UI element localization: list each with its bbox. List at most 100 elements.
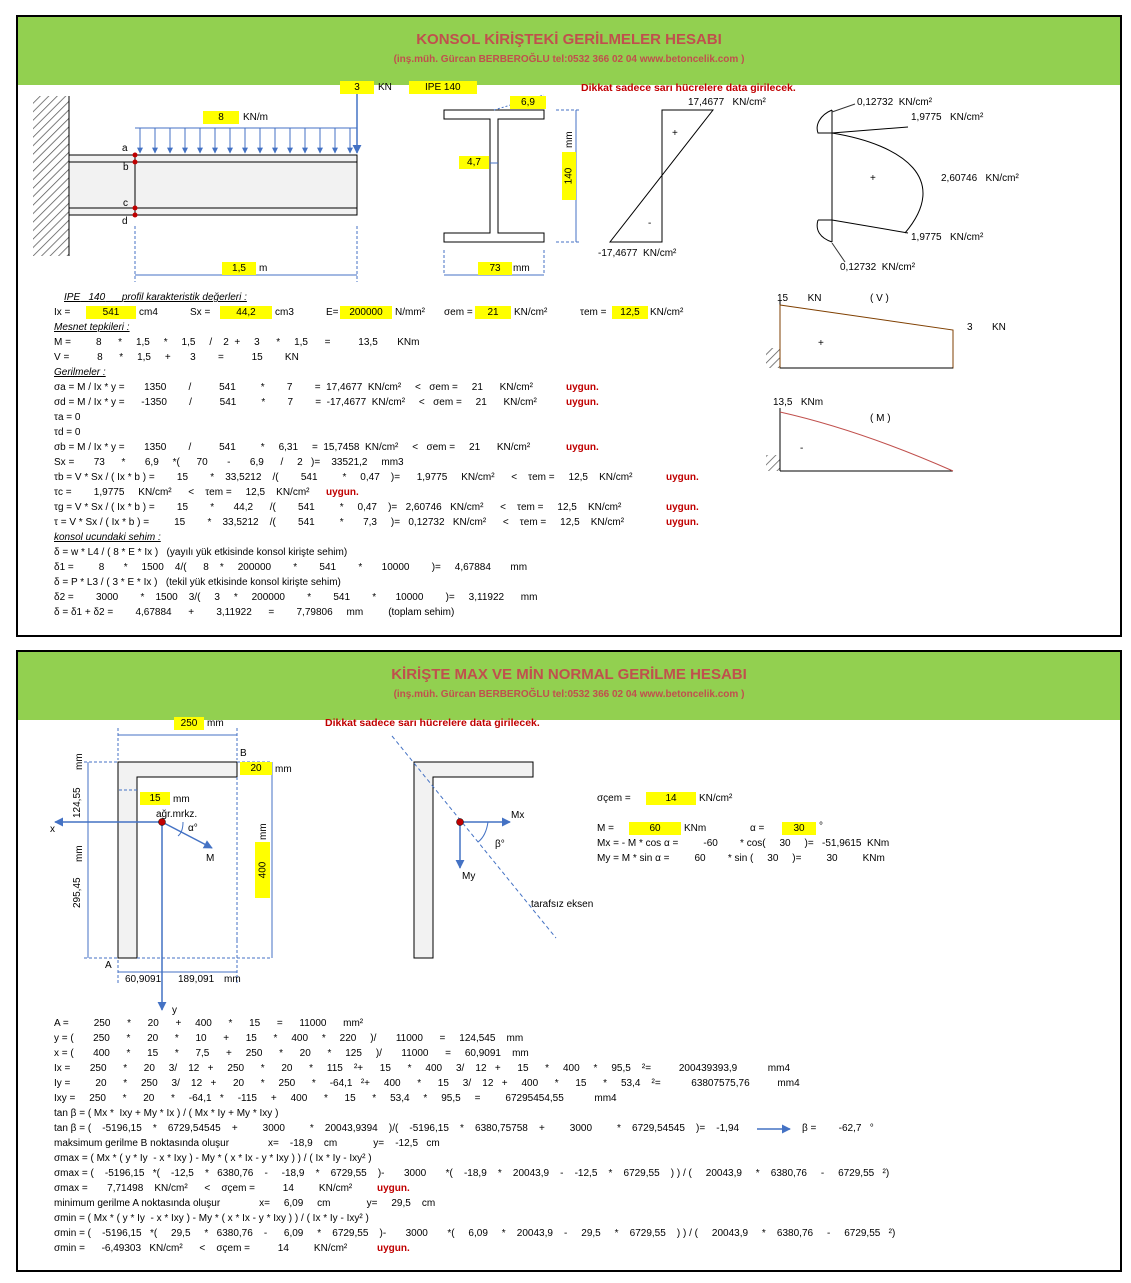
y-bottom-distance: 295,45 bbox=[72, 877, 83, 908]
unit-label: KN bbox=[378, 82, 392, 93]
calc-line: tan β = ( Mx * Ixy + My * Ix ) / ( Mx * … bbox=[54, 1108, 279, 1119]
sx-input[interactable]: 44,2 bbox=[220, 306, 272, 319]
scem-label: σçem = bbox=[597, 793, 631, 804]
alpha-symbol: α° bbox=[188, 823, 198, 834]
minus-sign: - bbox=[800, 443, 804, 454]
web-height-input[interactable]: 400 bbox=[255, 842, 270, 898]
calc-line: y = ( 250 * 20 * 10 + 15 * 400 * 220 )/ … bbox=[54, 1033, 524, 1044]
calc-line: Ix = 250 * 20 3/ 12 + 250 * 20 * 115 ²+ … bbox=[54, 1063, 791, 1074]
sem-input[interactable]: 21 bbox=[475, 306, 511, 319]
x-right-distance: 189,091 bbox=[178, 974, 215, 985]
shear-stress-diagram bbox=[816, 109, 924, 243]
plus-sign: + bbox=[818, 338, 824, 349]
calc-line: σmax = 7,71498 KN/cm² < σçem = 14 KN/cm² bbox=[54, 1183, 353, 1194]
calc-line: τb = V * Sx / ( Ix * b ) = 15 * 33,5212 … bbox=[54, 472, 633, 483]
tem-label: τem = bbox=[580, 307, 607, 318]
unit-label: KN/cm² bbox=[650, 307, 684, 318]
angle-section bbox=[117, 761, 238, 959]
check-ok: uygun. bbox=[666, 472, 699, 483]
e-label: E= bbox=[326, 307, 339, 318]
calc-line: δ2 = 3000 * 1500 3/( 3 * 200000 * 541 * … bbox=[54, 592, 538, 603]
alpha-input[interactable]: 30 bbox=[782, 822, 816, 835]
calc-line: σb = M / Ix * y = 1350 / 541 * 6,31 = 15… bbox=[54, 442, 531, 453]
sem-label: σem = bbox=[444, 307, 473, 318]
ix-input[interactable]: 541 bbox=[86, 306, 136, 319]
profile-input[interactable]: IPE 140 bbox=[409, 81, 477, 94]
unit-label: KNm bbox=[684, 823, 707, 834]
flange-width-input[interactable]: 250 bbox=[174, 717, 204, 730]
unit-label: cm4 bbox=[139, 307, 158, 318]
sx-label: Sx = bbox=[190, 307, 211, 318]
calc-line: τd = 0 bbox=[54, 427, 81, 438]
plus-sign: + bbox=[870, 173, 876, 184]
calc-line: τc = 1,9775 KN/cm² < τem = 12,5 KN/cm² bbox=[54, 487, 310, 498]
point-c-label: c bbox=[123, 198, 128, 209]
calc-line: σmax = ( Mx * ( y * Iy - x * Ixy ) - My … bbox=[54, 1153, 372, 1164]
header-banner: KONSOL KİRİŞTEKİ GERİLMELER HESABI (inş.… bbox=[18, 17, 1120, 85]
dist-load-input[interactable]: 8 bbox=[203, 111, 239, 124]
x-left-distance: 60,9091 bbox=[125, 974, 162, 985]
flange-thickness-input[interactable]: 20 bbox=[240, 762, 272, 775]
unit-label: mm bbox=[74, 845, 85, 862]
unit-label: N/mm² bbox=[395, 307, 425, 318]
x-axis-label: x bbox=[50, 824, 55, 835]
page-subtitle: (inş.müh. Gürcan BERBEROĞLU tel:0532 366… bbox=[393, 689, 745, 700]
calc-line: maksimum gerilme B noktasında oluşur x= … bbox=[54, 1138, 440, 1149]
e-input[interactable]: 200000 bbox=[340, 306, 392, 319]
neutral-axis-line bbox=[391, 735, 557, 939]
unit-label: mm bbox=[207, 718, 224, 729]
check-ok: uygun. bbox=[566, 382, 599, 393]
web-thickness-input[interactable]: 15 bbox=[140, 792, 170, 805]
beam-body bbox=[68, 154, 358, 216]
calc-line: σa = M / Ix * y = 1350 / 541 * 7 = 17,46… bbox=[54, 382, 533, 393]
calc-line: τ = V * Sx / ( Ix * b ) = 15 * 33,5212 /… bbox=[54, 517, 625, 528]
header-banner: KİRİŞTE MAX VE MİN NORMAL GERİLME HESABI… bbox=[18, 652, 1120, 720]
minus-sign: - bbox=[648, 218, 652, 229]
check-ok: uygun. bbox=[566, 442, 599, 453]
calc-line: tan β = ( -5196,15 * 6729,54545 + 3000 *… bbox=[54, 1123, 740, 1134]
calc-line: minimum gerilme A noktasında oluşur x= 6… bbox=[54, 1198, 436, 1209]
alpha-label: α = bbox=[750, 823, 765, 834]
panel-konsol: KONSOL KİRİŞTEKİ GERİLMELER HESABI (inş.… bbox=[16, 15, 1122, 637]
section-heading: Gerilmeler : bbox=[54, 367, 106, 378]
tem-input[interactable]: 12,5 bbox=[612, 306, 648, 319]
page-title: KONSOL KİRİŞTEKİ GERİLMELER HESABI bbox=[416, 31, 722, 48]
moment-label: M bbox=[206, 853, 215, 864]
calc-line: δ = w * L4 / ( 8 * E * Ix ) (yayılı yük … bbox=[54, 547, 348, 558]
unit-label: KN/cm² bbox=[699, 793, 733, 804]
my-calc: My = M * sin α = 60 * sin ( 30 )= 30 KNm bbox=[597, 853, 885, 864]
check-ok: uygun. bbox=[377, 1243, 410, 1254]
point-b-label: b bbox=[123, 162, 129, 173]
section-heading: Mesnet tepkileri : bbox=[54, 322, 130, 333]
neutral-axis-label: tarafsız eksen bbox=[531, 899, 594, 910]
degree-sign: ° bbox=[819, 821, 823, 832]
span-input[interactable]: 1,5 bbox=[222, 262, 256, 275]
calc-line: δ = δ1 + δ2 = 4,67884 + 3,11922 = 7,7980… bbox=[54, 607, 455, 618]
check-ok: uygun. bbox=[377, 1183, 410, 1194]
calc-line: Iy = 20 * 250 3/ 12 + 20 * 250 * -64,1 ²… bbox=[54, 1078, 800, 1089]
moment-diagram bbox=[779, 411, 954, 472]
beta-symbol: β° bbox=[495, 839, 505, 850]
y-top-distance: 124,55 bbox=[72, 787, 83, 818]
unit-label: mm bbox=[275, 764, 292, 775]
moment-input[interactable]: 60 bbox=[629, 822, 681, 835]
y-axis-label: y bbox=[172, 1005, 177, 1016]
check-ok: uygun. bbox=[566, 397, 599, 408]
plus-sign: + bbox=[672, 128, 678, 139]
flange-thickness: 6,9 bbox=[510, 96, 546, 109]
point-load-input[interactable]: 3 bbox=[340, 81, 374, 94]
my-label: My bbox=[462, 871, 476, 882]
point-a-label: A bbox=[105, 960, 112, 971]
unit-label: mm bbox=[74, 753, 85, 770]
calc-line: x = ( 400 * 15 * 7,5 + 250 * 20 * 125 )/… bbox=[54, 1048, 529, 1059]
section-heading: konsol ucundaki sehim : bbox=[54, 532, 161, 543]
unit-label: mm bbox=[513, 263, 530, 274]
check-ok: uygun. bbox=[666, 517, 699, 528]
wall-hatch bbox=[33, 96, 69, 256]
mx-calc: Mx = - M * cos α = -60 * cos( 30 )= -51,… bbox=[597, 838, 890, 849]
shear-diagram-title: ( V ) bbox=[870, 293, 889, 304]
scem-input[interactable]: 14 bbox=[646, 792, 696, 805]
check-ok: uygun. bbox=[666, 502, 699, 513]
